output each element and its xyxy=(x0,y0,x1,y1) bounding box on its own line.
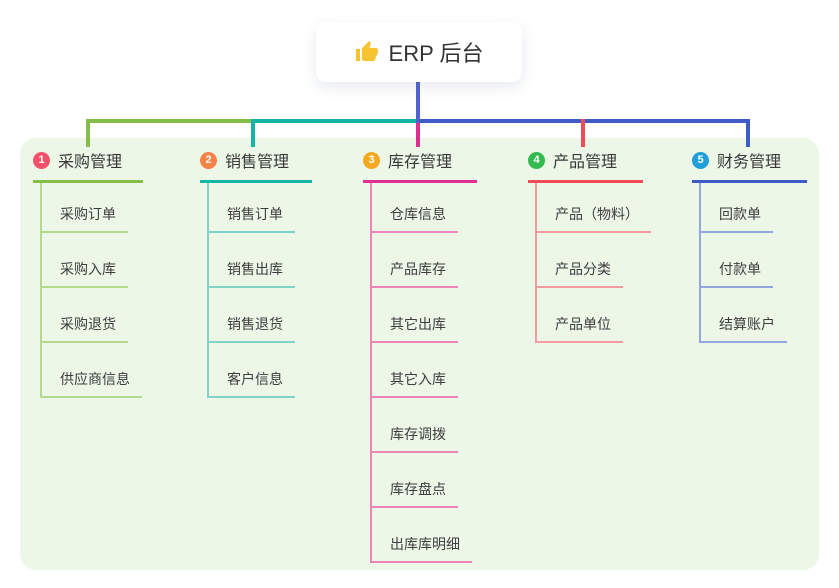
child-node: 销售订单 xyxy=(209,183,312,233)
branch-title-4[interactable]: 4 产品管理 xyxy=(528,148,643,183)
child-node-label[interactable]: 销售退货 xyxy=(209,314,295,343)
child-node-label[interactable]: 产品单位 xyxy=(537,314,623,343)
child-node: 采购退货 xyxy=(42,288,143,343)
child-node: 库存调拨 xyxy=(372,398,477,453)
branch-label: 销售管理 xyxy=(225,154,290,171)
child-node: 其它出库 xyxy=(372,288,477,343)
connector-drop-branch-2 xyxy=(251,119,255,147)
connector-bus-purchase xyxy=(86,119,253,123)
child-node-label[interactable]: 出库库明细 xyxy=(372,534,472,563)
child-node: 销售出库 xyxy=(209,233,312,288)
branch-4: 4 产品管理产品（物料） 产品分类产品单位 xyxy=(528,148,651,343)
child-node-label[interactable]: 采购退货 xyxy=(42,314,128,343)
child-node-label[interactable]: 其它出库 xyxy=(372,314,458,343)
branch-badge-icon: 4 xyxy=(528,151,545,169)
child-node: 付款单 xyxy=(701,233,807,288)
branch-label: 采购管理 xyxy=(58,154,123,171)
connector-root xyxy=(416,82,420,123)
connector-drop-branch-5 xyxy=(746,119,750,147)
connector-drop-branch-3 xyxy=(416,119,420,147)
branch-children-3: 仓库信息产品库存其它出库其它入库库存调拨库存盘点出库库明细 xyxy=(370,183,477,563)
child-node-label[interactable]: 客户信息 xyxy=(209,369,295,398)
branch-1: 1 采购管理采购订单采购入库采购退货供应商信息 xyxy=(33,148,143,398)
child-node-label[interactable]: 结算账户 xyxy=(701,314,787,343)
child-node: 供应商信息 xyxy=(42,343,143,398)
child-node: 采购订单 xyxy=(42,183,143,233)
child-node: 产品库存 xyxy=(372,233,477,288)
root-label: ERP 后台 xyxy=(388,41,484,66)
thumbs-up-icon xyxy=(355,41,378,61)
branch-label: 产品管理 xyxy=(553,154,618,171)
child-node: 客户信息 xyxy=(209,343,312,398)
connector-drop-branch-1 xyxy=(86,119,90,147)
branch-title-2[interactable]: 2 销售管理 xyxy=(200,148,312,183)
connector-drop-branch-4 xyxy=(581,119,585,147)
child-node: 仓库信息 xyxy=(372,183,477,233)
branch-5: 5 财务管理回款单付款单结算账户 xyxy=(692,148,807,343)
root-node[interactable]: ERP 后台 xyxy=(316,22,522,82)
child-node: 产品分类 xyxy=(537,233,643,288)
child-node-label[interactable]: 销售订单 xyxy=(209,204,295,233)
branch-label: 库存管理 xyxy=(388,154,453,171)
branch-badge-icon: 2 xyxy=(200,151,217,169)
branches-panel xyxy=(20,138,819,570)
child-node-label[interactable]: 付款单 xyxy=(701,259,773,288)
child-node: 其它入库 xyxy=(372,343,477,398)
branch-title-1[interactable]: 1 采购管理 xyxy=(33,148,143,183)
branch-badge-icon: 1 xyxy=(33,151,50,169)
branch-children-1: 采购订单采购入库采购退货供应商信息 xyxy=(40,183,143,398)
branch-title-5[interactable]: 5 财务管理 xyxy=(692,148,807,183)
child-node: 库存盘点 xyxy=(372,453,477,508)
child-node-label[interactable]: 产品库存 xyxy=(372,259,458,288)
child-node-label[interactable]: 回款单 xyxy=(701,204,773,233)
child-node-label[interactable]: 采购订单 xyxy=(42,204,128,233)
branch-3: 3 库存管理仓库信息产品库存其它出库其它入库库存调拨库存盘点出库库明细 xyxy=(363,148,477,563)
child-node-label[interactable]: 库存盘点 xyxy=(372,479,458,508)
child-node-label[interactable]: 供应商信息 xyxy=(42,369,142,398)
branch-title-3[interactable]: 3 库存管理 xyxy=(363,148,477,183)
child-node: 回款单 xyxy=(701,183,807,233)
child-node: 产品单位 xyxy=(537,288,643,343)
branch-2: 2 销售管理销售订单销售出库销售退货客户信息 xyxy=(200,148,312,398)
connector-bus-sales xyxy=(251,119,418,123)
child-node-label[interactable]: 其它入库 xyxy=(372,369,458,398)
branch-children-4: 产品（物料） 产品分类产品单位 xyxy=(535,183,651,343)
branch-badge-icon: 5 xyxy=(692,151,709,169)
child-node-label[interactable]: 销售出库 xyxy=(209,259,295,288)
child-node: 销售退货 xyxy=(209,288,312,343)
branch-badge-icon: 3 xyxy=(363,151,380,169)
child-node: 结算账户 xyxy=(701,288,807,343)
branch-children-5: 回款单付款单结算账户 xyxy=(699,183,807,343)
child-node-label[interactable]: 采购入库 xyxy=(42,259,128,288)
branch-label: 财务管理 xyxy=(717,154,782,171)
child-node-label[interactable]: 仓库信息 xyxy=(372,204,458,233)
child-node-label[interactable]: 产品分类 xyxy=(537,259,623,288)
child-node-label[interactable]: 产品（物料） xyxy=(537,204,651,233)
child-node-label[interactable]: 库存调拨 xyxy=(372,424,458,453)
child-node: 产品（物料） xyxy=(537,183,651,233)
branch-children-2: 销售订单销售出库销售退货客户信息 xyxy=(207,183,312,398)
child-node: 采购入库 xyxy=(42,233,143,288)
child-node: 出库库明细 xyxy=(372,508,477,563)
